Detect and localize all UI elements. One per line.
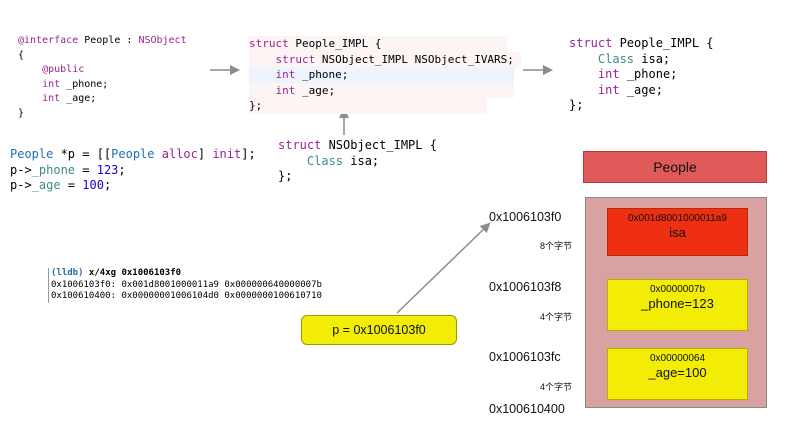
interface-close-brace: } bbox=[18, 107, 25, 119]
impl-struct-keyword: struct bbox=[249, 37, 289, 50]
ivars-member: NSObject_IMPL NSObject_IVARS; bbox=[315, 52, 514, 66]
lldb-prompt: (lldb) bbox=[51, 268, 84, 278]
usage-eq: = bbox=[75, 162, 97, 177]
nsobject-close: }; bbox=[278, 169, 293, 183]
simplified-close: }; bbox=[569, 98, 584, 112]
people-header: People bbox=[583, 151, 767, 183]
phone-hex: 0x0000007b bbox=[649, 284, 706, 295]
phone-ivar: _phone; bbox=[60, 78, 109, 90]
interface-keyword: @interface bbox=[18, 35, 79, 46]
phone-type: int bbox=[42, 78, 61, 90]
usage-phone-value: 123 bbox=[96, 162, 119, 177]
usage-eq-2: = bbox=[60, 178, 83, 192]
address-3: 0x100610400 bbox=[489, 402, 565, 416]
age-field: 0x00000064 _age=100 bbox=[607, 348, 748, 400]
usage-p-arrow: p-> bbox=[10, 162, 32, 177]
impl-phone-type: int bbox=[275, 68, 296, 81]
usage-bracket: ] bbox=[197, 147, 213, 161]
impl-age-member: _age; bbox=[295, 83, 336, 97]
lldb-row-1: 0x1006103f0: 0x001d8001000011a9 0x000000… bbox=[51, 279, 322, 290]
simplified-age: _age; bbox=[619, 82, 663, 97]
usage-semicolon: ; bbox=[118, 162, 126, 177]
simplified-age-type: int bbox=[597, 82, 620, 97]
simplified-phone-type: int bbox=[597, 67, 620, 81]
usage-phone: _phone bbox=[31, 162, 76, 177]
nsobject-class-type: Class bbox=[306, 153, 344, 168]
simplified-struct-name: People_IMPL { bbox=[612, 36, 714, 50]
nsobject-isa: isa; bbox=[343, 153, 380, 168]
impl-simplified-block: struct People_IMPL { Class isa; int _pho… bbox=[569, 36, 714, 114]
usage-class: People bbox=[10, 147, 54, 161]
interface-code-block: @interface People : NSObject { @public i… bbox=[18, 34, 187, 121]
lldb-command: x/4xg 0x1006103f0 bbox=[83, 268, 182, 278]
interface-name: People : bbox=[78, 35, 139, 46]
public-keyword: @public bbox=[42, 64, 85, 75]
size-age: 4个字节 bbox=[540, 382, 573, 392]
pointer-label: p = 0x1006103f0 bbox=[301, 315, 457, 345]
usage-class-2: People bbox=[111, 147, 155, 161]
isa-hex: 0x001d8001000011a9 bbox=[628, 213, 727, 224]
simplified-struct-keyword: struct bbox=[569, 36, 613, 50]
impl-phone-member: _phone; bbox=[295, 68, 349, 81]
usage-code-block: People *p = [[People alloc] init]; p->_p… bbox=[10, 147, 256, 194]
impl-struct-name: People_IMPL { bbox=[288, 37, 382, 50]
address-2: 0x1006103fc bbox=[489, 350, 561, 364]
address-1: 0x1006103f8 bbox=[489, 280, 562, 294]
phone-label: _phone=123 bbox=[641, 296, 714, 311]
lldb-row-2: 0x100610400: 0x00000001006104d0 0x000000… bbox=[51, 291, 322, 301]
phone-field: 0x0000007b _phone=123 bbox=[607, 279, 748, 331]
isa-field: 0x001d8001000011a9 isa bbox=[607, 208, 748, 256]
age-label: _age=100 bbox=[648, 365, 707, 380]
interface-superclass: NSObject bbox=[138, 35, 187, 46]
simplified-class-type: Class bbox=[597, 51, 635, 66]
age-ivar: _age; bbox=[60, 93, 97, 104]
interface-open-brace: { bbox=[18, 49, 25, 61]
arrow-pointer-to-address bbox=[396, 222, 491, 314]
usage-p-arrow-2: p-> bbox=[10, 178, 32, 192]
impl-close: }; bbox=[249, 99, 263, 112]
nsobject-struct-keyword: struct bbox=[278, 138, 322, 152]
usage-semicolon-2: ; bbox=[103, 178, 112, 192]
impl-age-type: int bbox=[275, 83, 296, 97]
simplified-phone: _phone; bbox=[619, 67, 678, 81]
address-0: 0x1006103f0 bbox=[489, 210, 562, 224]
simplified-isa: isa; bbox=[634, 51, 671, 66]
nsobject-impl-block: struct NSObject_IMPL { Class isa; }; bbox=[278, 138, 437, 185]
usage-init: init bbox=[212, 147, 242, 161]
usage-alloc: alloc bbox=[161, 147, 198, 161]
isa-label: isa bbox=[669, 225, 686, 240]
size-isa: 8个字节 bbox=[540, 241, 573, 251]
usage-end: ]; bbox=[241, 147, 256, 161]
age-type: int bbox=[42, 93, 61, 104]
size-phone: 4个字节 bbox=[540, 312, 573, 322]
lldb-output: (lldb) x/4xg 0x1006103f0 0x1006103f0: 0x… bbox=[48, 268, 322, 303]
age-hex: 0x00000064 bbox=[649, 353, 706, 364]
nsobject-struct-name: NSObject_IMPL { bbox=[321, 138, 437, 152]
ivars-struct-keyword: struct bbox=[275, 52, 316, 66]
usage-ptr: *p = [[ bbox=[53, 147, 112, 161]
usage-age: _age bbox=[31, 178, 61, 192]
usage-space bbox=[155, 147, 162, 161]
usage-age-value: 100 bbox=[82, 178, 104, 192]
impl-code-block: struct People_IMPL { struct NSObject_IMP… bbox=[249, 36, 521, 114]
